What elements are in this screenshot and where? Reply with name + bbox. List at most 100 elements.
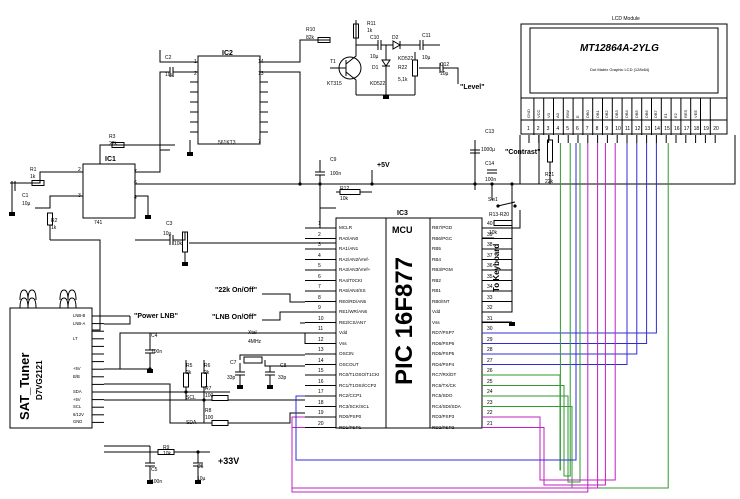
c12-label: C12 (440, 62, 450, 68)
antenna-coil-icon (59, 297, 77, 309)
ic1-pin4: 4 (134, 195, 137, 201)
d1-value: KD522 (370, 81, 386, 87)
mcu-left-pin-name: RC0/T1OSO/T1CKI (339, 372, 380, 377)
mcu-right-pin-name: RB3/PGM (432, 267, 453, 272)
mcu-left-pin-number: 14 (318, 357, 324, 364)
tuner-pin-label: SDA (73, 389, 82, 394)
data-bus-magenta (291, 143, 599, 489)
mcu-left-pin-number: 13 (318, 347, 324, 353)
lcd-pin-name: E2 (673, 113, 678, 118)
r5-value: 2k (186, 370, 192, 376)
mcu-right-pin-name: Vdd (432, 309, 441, 314)
wire (10, 171, 83, 184)
ic2-body (197, 55, 261, 145)
diode-icon (392, 40, 402, 50)
lcd-pin-number: 2 (536, 126, 540, 132)
tuner-body (9, 307, 93, 429)
ic1-body (82, 163, 136, 219)
c5-value: 100n (151, 479, 163, 485)
resistor (412, 59, 418, 77)
mcu-left-pin-number: 1 (318, 221, 321, 227)
wire (239, 354, 305, 360)
wire (345, 45, 357, 65)
ground-symbol (187, 152, 193, 156)
ground-symbol (383, 95, 389, 99)
tuner-pin-label: LT (73, 335, 78, 341)
mcu-left-pin-name: RC2/CCP1 (339, 393, 362, 398)
tuner-pin-label: LNB-A (73, 320, 86, 326)
t1-label: T1 (330, 59, 336, 65)
junction-dot (510, 182, 514, 186)
ic1-ref: IC1 (105, 156, 116, 163)
wire (482, 210, 521, 229)
mcu-right-pin-number: 31 (487, 315, 493, 322)
wire (135, 149, 170, 173)
wire (260, 39, 330, 63)
wire (262, 311, 305, 321)
switch-label: Sw1 (488, 197, 498, 203)
lcd-pin-name: VEE (692, 109, 698, 118)
ic2-pin13: 13 (258, 71, 264, 77)
lcd-pin-name: DB3 (614, 110, 620, 118)
mcu-right-pin-number: 38 (487, 242, 493, 248)
lcd-pin-number: 12 (634, 126, 641, 132)
wire (268, 71, 301, 184)
mcu-left-pin-number: 8 (318, 294, 321, 301)
data-bus-magenta (482, 143, 606, 486)
junction-dot (148, 367, 152, 371)
mcu-left-pin-name: RA0/AN0 (339, 235, 359, 241)
lcd-pin-number: 20 (713, 126, 719, 132)
ic1-pin7: 7 (134, 169, 137, 175)
ic1-pin6: 6 (134, 180, 137, 186)
r13-value: 10k (489, 230, 498, 236)
resistor (211, 395, 229, 401)
lcd-pin-number: 18 (693, 126, 700, 132)
mcu-right-pin-number: 36 (487, 263, 493, 269)
mcu-right-pin-name: Vss (432, 319, 440, 325)
r9-label: R9 (163, 445, 170, 451)
c2-value: 10µ (165, 72, 174, 78)
junction-dot (298, 182, 302, 186)
r21-label: R21 (545, 172, 555, 178)
ground-symbol (145, 215, 151, 219)
plus33v-label: +33V (218, 456, 240, 466)
ic1-pin2: 2 (78, 167, 81, 173)
r7-value: 100 (205, 393, 214, 399)
mcu-left-pin-name: Vss (339, 340, 347, 346)
data-bus-blue (482, 143, 628, 365)
lcd-pin-number: 1 (527, 126, 530, 132)
r22-label: R22 (398, 65, 408, 71)
wire (228, 412, 305, 424)
lcd-pin-number: 10 (615, 126, 621, 132)
crystal-icon (243, 356, 263, 364)
junction-dot (318, 182, 322, 186)
lcd-pin-number: 5 (566, 126, 569, 132)
tuner-name: SAT_Tuner (17, 352, 32, 420)
mcu-left-pin-number: 3 (318, 242, 321, 248)
r2-value: 1k (51, 225, 57, 231)
wire (159, 50, 198, 63)
lcd-pin-name: E (575, 115, 580, 118)
ground-symbol (267, 385, 273, 389)
r8-value: 100 (205, 415, 214, 421)
junction-dot (473, 182, 477, 186)
mcu-left-pin-number: 15 (318, 368, 324, 374)
mcu-left-pin-number: 18 (318, 399, 324, 406)
tuner-pin-label: SCL (73, 404, 82, 410)
mcu-left-pin-name: RE1/WR/AN6 (339, 309, 368, 314)
lcd-pin-number: 17 (683, 126, 690, 132)
tuner-model: D7VG2121 (35, 360, 44, 400)
xtal-value: 4MHz (248, 339, 262, 345)
mcu-left-pin-name: RD1/PSP1 (339, 424, 362, 430)
tuner-pin-label: +5V (73, 366, 81, 372)
ic2-pin2: 2 (194, 71, 197, 77)
wire (104, 316, 131, 325)
lcd-pin-number: 13 (644, 126, 651, 132)
mcu-left-pin-number: 17 (318, 389, 324, 395)
mcu-left-pin-number: 7 (318, 284, 321, 290)
lcd-subtitle: Dot Matrix Graphic LCD (128x64) (590, 67, 650, 72)
mcu-right-pin-number: 40 (487, 221, 493, 227)
resistor (211, 420, 229, 426)
wire (264, 360, 305, 367)
mcu-left-pin-name: RA4/T0CKI (339, 277, 363, 283)
